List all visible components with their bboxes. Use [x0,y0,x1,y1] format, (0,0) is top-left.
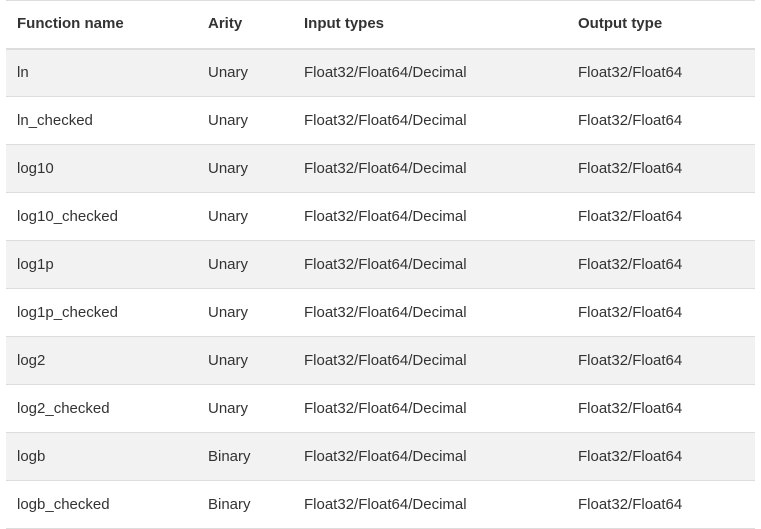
cell-function-name: log1p [17,256,54,273]
cell-function-name: ln_checked [17,112,93,129]
cell-arity: Unary [208,400,249,417]
cell-arity: Unary [208,160,249,177]
table-row: logb_checked Binary Float32/Float64/Deci… [6,480,755,529]
cell-output-type: Float32/Float64 [578,448,683,465]
functions-table: Function name Arity Input types Output t… [6,0,755,529]
cell-arity: Binary [208,496,251,513]
table-header: Function name Arity Input types Output t… [6,0,755,49]
cell-function-name: log10 [17,160,54,177]
functions-table-container: Function name Arity Input types Output t… [6,0,755,529]
table-row: log1p Unary Float32/Float64/Decimal Floa… [6,240,755,289]
cell-output-type: Float32/Float64 [578,160,683,177]
cell-input-types: Float32/Float64/Decimal [304,496,467,513]
cell-input-types: Float32/Float64/Decimal [304,160,467,177]
table-row: log10_checked Unary Float32/Float64/Deci… [6,192,755,241]
cell-output-type: Float32/Float64 [578,352,683,369]
cell-output-type: Float32/Float64 [578,112,683,129]
cell-input-types: Float32/Float64/Decimal [304,448,467,465]
cell-output-type: Float32/Float64 [578,400,683,417]
cell-function-name: log2 [17,352,46,369]
cell-output-type: Float32/Float64 [578,208,683,225]
table-row: ln_checked Unary Float32/Float64/Decimal… [6,96,755,145]
table-row: log2 Unary Float32/Float64/Decimal Float… [6,336,755,385]
cell-arity: Unary [208,352,249,369]
cell-output-type: Float32/Float64 [578,496,683,513]
cell-output-type: Float32/Float64 [578,304,683,321]
header-row: Function name Arity Input types Output t… [6,0,755,49]
header-input-types: Input types [304,14,385,32]
cell-arity: Binary [208,448,251,465]
cell-arity: Unary [208,208,249,225]
cell-output-type: Float32/Float64 [578,256,683,273]
table-row: log10 Unary Float32/Float64/Decimal Floa… [6,144,755,193]
cell-function-name: logb [17,448,46,465]
header-output-type: Output type [578,14,663,32]
cell-input-types: Float32/Float64/Decimal [304,208,467,225]
table-row: ln Unary Float32/Float64/Decimal Float32… [6,48,755,97]
cell-arity: Unary [208,256,249,273]
cell-function-name: log2_checked [17,400,110,417]
cell-arity: Unary [208,112,249,129]
cell-function-name: ln [17,64,29,82]
cell-output-type: Float32/Float64 [578,64,683,82]
table-row: log1p_checked Unary Float32/Float64/Deci… [6,288,755,337]
cell-input-types: Float32/Float64/Decimal [304,256,467,273]
cell-arity: Unary [208,64,249,82]
table-row: logb Binary Float32/Float64/Decimal Floa… [6,432,755,481]
cell-function-name: logb_checked [17,496,110,513]
header-arity: Arity [208,14,243,32]
cell-function-name: log1p_checked [17,304,118,321]
cell-input-types: Float32/Float64/Decimal [304,112,467,129]
cell-input-types: Float32/Float64/Decimal [304,304,467,321]
cell-input-types: Float32/Float64/Decimal [304,352,467,369]
cell-input-types: Float32/Float64/Decimal [304,400,467,417]
table-row: log2_checked Unary Float32/Float64/Decim… [6,384,755,433]
header-function-name: Function name [17,14,124,32]
cell-function-name: log10_checked [17,208,118,225]
cell-arity: Unary [208,304,249,321]
table-body: ln Unary Float32/Float64/Decimal Float32… [6,48,755,529]
cell-input-types: Float32/Float64/Decimal [304,64,467,82]
